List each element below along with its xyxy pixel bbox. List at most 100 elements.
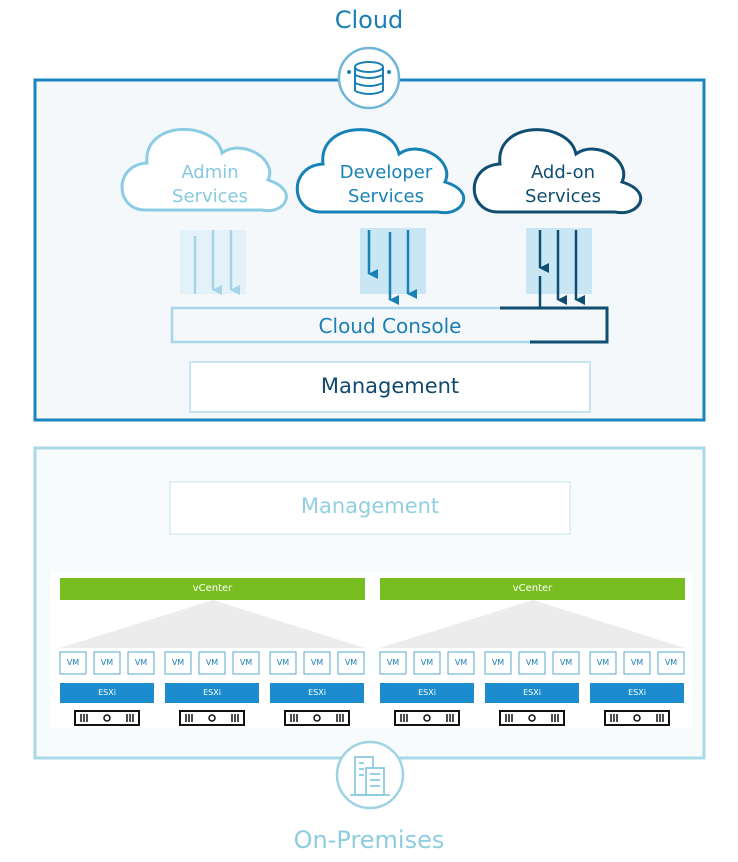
cloud-console-box-accent xyxy=(500,306,609,344)
cluster-fan xyxy=(380,600,685,648)
server-icon xyxy=(499,710,565,726)
esxi-label: ESXi xyxy=(308,688,326,697)
vm-label: VM xyxy=(66,658,80,667)
esxi-bar xyxy=(60,683,154,703)
vm-box xyxy=(127,651,155,675)
vm-box xyxy=(198,651,226,675)
vm-label: VM xyxy=(491,658,505,667)
server-icon xyxy=(604,710,670,726)
database-icon xyxy=(337,46,401,110)
esxi-label: ESXi xyxy=(523,688,541,697)
cluster-fan xyxy=(60,600,365,648)
esxi-bar xyxy=(485,683,579,703)
server-led xyxy=(633,714,641,722)
vcenter-bar xyxy=(60,578,365,600)
developer-services-line1: Developer xyxy=(339,162,433,183)
cloud-management-label: Management xyxy=(320,374,460,398)
vm-box xyxy=(232,651,260,675)
vm-box xyxy=(303,651,331,675)
admin-arrows xyxy=(193,230,240,295)
vm-box xyxy=(337,651,365,675)
esxi-bar xyxy=(380,683,474,703)
vm-box xyxy=(164,651,192,675)
server-led xyxy=(313,714,321,722)
admin-services-line2: Services xyxy=(172,186,248,207)
esxi-label: ESXi xyxy=(628,688,646,697)
developer-arrows-glow xyxy=(360,228,426,294)
server-vents xyxy=(290,714,344,722)
vm-box xyxy=(379,651,407,675)
server-vents xyxy=(610,714,664,722)
vm-box xyxy=(589,651,617,675)
onprem-management-box xyxy=(169,481,571,535)
admin-services-cloud xyxy=(120,127,288,213)
esxi-label: ESXi xyxy=(418,688,436,697)
server-vents xyxy=(80,714,134,722)
vm-label: VM xyxy=(239,658,253,667)
vm-label: VM xyxy=(420,658,434,667)
vm-label: VM xyxy=(344,658,358,667)
esxi-bar xyxy=(165,683,259,703)
vm-label: VM xyxy=(205,658,219,667)
cloud-management-box xyxy=(189,361,591,413)
vm-box xyxy=(518,651,546,675)
developer-arrows xyxy=(367,230,417,305)
vm-label: VM xyxy=(454,658,468,667)
vm-label: VM xyxy=(134,658,148,667)
vm-label: VM xyxy=(310,658,324,667)
server-led xyxy=(528,714,536,722)
vm-label: VM xyxy=(664,658,678,667)
vm-box xyxy=(413,651,441,675)
developer-services-line2: Services xyxy=(348,186,424,207)
esxi-label: ESXi xyxy=(203,688,221,697)
server-icon xyxy=(284,710,350,726)
addon-arrows xyxy=(538,230,585,308)
vm-label: VM xyxy=(171,658,185,667)
vcenter-bar xyxy=(380,578,685,600)
building-icon xyxy=(335,740,405,810)
onprem-management-label: Management xyxy=(300,494,440,518)
vm-box xyxy=(269,651,297,675)
esxi-bar xyxy=(590,683,684,703)
server-vents xyxy=(185,714,239,722)
server-led xyxy=(103,714,111,722)
server-icon xyxy=(179,710,245,726)
admin-services-line1: Admin xyxy=(181,162,239,183)
developer-services-cloud xyxy=(295,128,466,215)
vm-label: VM xyxy=(525,658,539,667)
vm-label: VM xyxy=(596,658,610,667)
server-icon xyxy=(74,710,140,726)
developer-services-label: Developer Services xyxy=(296,161,476,209)
server-icon xyxy=(394,710,460,726)
clusters-layer xyxy=(59,578,685,726)
onprem-title: On-Premises xyxy=(293,826,445,854)
vm-box xyxy=(623,651,651,675)
esxi-label: ESXi xyxy=(98,688,116,697)
server-led xyxy=(423,714,431,722)
cloud-console-label: Cloud Console xyxy=(318,314,462,338)
addon-services-label: Add-on Services xyxy=(473,161,653,209)
addon-services-line2: Services xyxy=(525,186,601,207)
vm-box xyxy=(484,651,512,675)
server-led xyxy=(208,714,216,722)
cloud-title: Cloud xyxy=(334,6,404,34)
vm-label: VM xyxy=(386,658,400,667)
esxi-bar xyxy=(270,683,364,703)
vm-label: VM xyxy=(630,658,644,667)
admin-services-label: Admin Services xyxy=(120,161,300,209)
vm-label: VM xyxy=(100,658,114,667)
vm-box xyxy=(447,651,475,675)
vm-label: VM xyxy=(559,658,573,667)
server-vents xyxy=(505,714,559,722)
vcenter-label: vCenter xyxy=(192,583,233,594)
server-vents xyxy=(400,714,454,722)
vm-box xyxy=(93,651,121,675)
vm-label: VM xyxy=(276,658,290,667)
vm-box xyxy=(59,651,87,675)
vm-box xyxy=(552,651,580,675)
addon-services-line1: Add-on xyxy=(530,162,596,183)
vcenter-label: vCenter xyxy=(512,583,553,594)
vm-box xyxy=(657,651,685,675)
add-on-services-cloud xyxy=(472,128,643,215)
